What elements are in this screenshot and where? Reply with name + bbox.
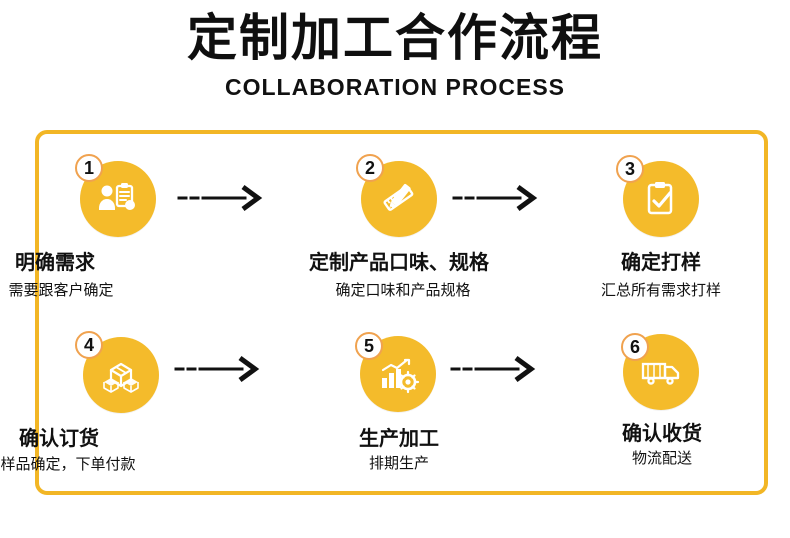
step-1-title: 明确需求 xyxy=(15,250,95,274)
process-arrow-5-to-6 xyxy=(450,351,540,387)
process-step-3: 3 确定打样 汇总所有需求打样 xyxy=(553,151,773,321)
delivery-truck-icon xyxy=(639,350,683,394)
user-clipboard-icon xyxy=(96,177,140,221)
process-step-2: 2 定制产品口味、规格 确定口味和产品规格 xyxy=(289,151,509,321)
step-2-description: 确定口味和产品规格 xyxy=(335,281,471,299)
pencil-ruler-icon xyxy=(377,177,421,221)
step-5-title: 生产加工 xyxy=(359,426,439,450)
step-2-number: 2 xyxy=(356,154,384,182)
step-1-description: 需要跟客户确定 xyxy=(8,281,114,299)
step-4-description: 样品确定，下单付款 xyxy=(0,455,136,473)
step-4-title: 确认订货 xyxy=(19,426,99,450)
process-step-1: 1 明确需求 需要跟客户确定 xyxy=(8,151,228,321)
process-step-5: 5 生产加工 排期生产 xyxy=(289,328,509,488)
step-6-description: 物流配送 xyxy=(631,449,692,467)
process-step-4: 4 确认订货 样品确定，下单付款 xyxy=(0,328,233,488)
step-2-title: 定制产品口味、规格 xyxy=(309,250,489,274)
step-3-description: 汇总所有需求打样 xyxy=(600,281,721,299)
page-subtitle: COLLABORATION PROCESS xyxy=(224,74,566,100)
step-3-title: 确定打样 xyxy=(621,250,701,274)
step-4-number: 4 xyxy=(75,331,103,359)
page-title: 定制加工合作流程 xyxy=(187,9,603,67)
step-6-number: 6 xyxy=(621,333,649,361)
process-arrow-4-to-5 xyxy=(174,351,264,387)
process-arrow-1-to-2 xyxy=(177,180,267,216)
step-5-description: 排期生产 xyxy=(368,454,429,472)
clipboard-check-icon xyxy=(639,177,683,221)
boxes-icon xyxy=(99,353,143,397)
process-arrow-2-to-3 xyxy=(452,180,542,216)
process-step-6: 6 确认收货 物流配送 xyxy=(552,328,772,488)
step-5-number: 5 xyxy=(355,332,383,360)
step-6-title: 确认收货 xyxy=(622,421,702,445)
step-3-number: 3 xyxy=(616,155,644,183)
step-2-circle xyxy=(361,161,437,237)
step-1-number: 1 xyxy=(75,154,103,182)
production-chart-gear-icon xyxy=(376,352,420,396)
